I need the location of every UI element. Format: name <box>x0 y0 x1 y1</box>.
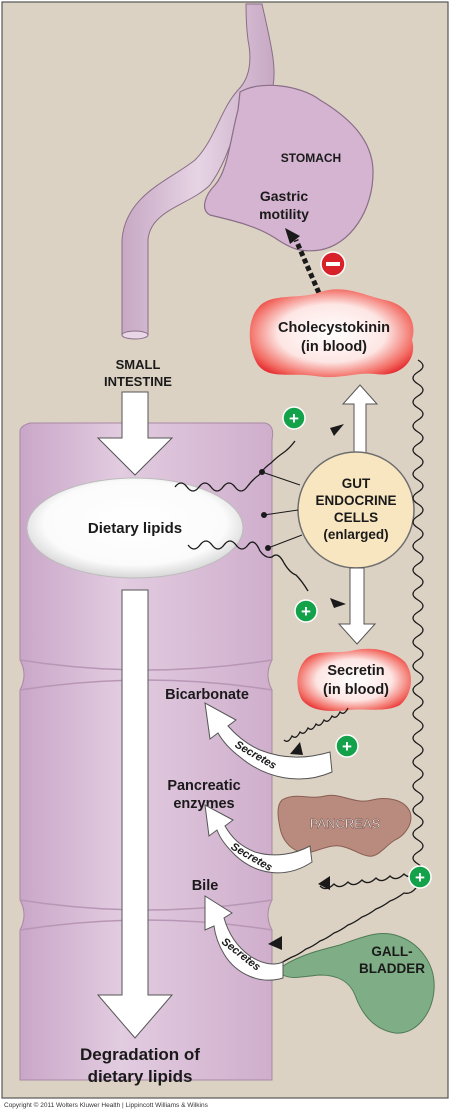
plus-sign-icon-secretin <box>294 599 318 623</box>
dietary-lipids-label: Dietary lipids <box>88 520 182 537</box>
plus-sign-pancreas: + <box>342 737 352 756</box>
gallbladder-organ <box>282 932 435 1034</box>
bicarbonate-secretes-arrow <box>204 702 333 780</box>
inhibition-arrowhead <box>285 228 300 244</box>
plus-sign-cck: + <box>289 409 299 428</box>
gastric-motility-label-line1: Gastric <box>260 188 308 204</box>
cholecystokinin-label-line2: (in blood) <box>301 339 367 355</box>
cck-release-arrow <box>341 384 379 461</box>
degradation-arrow <box>96 589 174 1039</box>
bile-label: Bile <box>192 878 219 894</box>
plus-sign-icon-cck <box>282 406 306 430</box>
secretin-blob <box>297 648 412 711</box>
degradation-label-line2: dietary lipids <box>88 1067 193 1086</box>
lipid-signal-wave-upper <box>174 440 296 492</box>
cholecystokinin-label-line1: Cholecystokinin <box>278 320 390 336</box>
stomach-label: STOMACH <box>281 151 341 165</box>
dietary-lipids-ellipse <box>26 477 244 579</box>
pancreatic-enzymes-label-line2: enzymes <box>173 796 234 812</box>
gut-endocrine-label-line4: (enlarged) <box>323 527 388 542</box>
wave-upper-arrowhead <box>330 424 344 436</box>
pancreas-organ <box>277 794 412 857</box>
cck-wave-to-gallbladder <box>263 884 419 972</box>
secretin-wave-arrowhead <box>290 742 303 755</box>
cholecystokinin-blob <box>249 289 414 378</box>
gut-endocrine-label-line2: ENDOCRINE <box>315 493 396 508</box>
plus-sign-secretin: + <box>301 602 311 621</box>
gut-endocrine-label-line3: CELLS <box>334 510 378 525</box>
wave-lower-arrowhead <box>330 598 346 608</box>
secretin-release-arrow <box>337 567 377 645</box>
plus-sign-icon-pancreas <box>335 734 359 758</box>
bicarbonate-label: Bicarbonate <box>165 687 249 703</box>
copyright-text: Copyright © 2011 Wolters Kluwer Health |… <box>4 1102 208 1109</box>
minus-bar <box>326 262 340 266</box>
cck-signal-wave-right <box>412 359 424 889</box>
plus-sign-gallbladder: + <box>415 868 425 887</box>
lipid-signal-wave-lower <box>187 540 309 592</box>
cck-gallbladder-arrowhead <box>268 936 282 950</box>
food-flow-arrow <box>96 391 174 476</box>
cck-wave-to-pancreas <box>319 871 419 890</box>
secretin-label-line2: (in blood) <box>323 682 389 698</box>
small-intestine-label-line2: INTESTINE <box>104 374 172 389</box>
stomach-organ <box>121 3 374 340</box>
bile-secretes-arrow <box>204 895 284 981</box>
secretin-label-line1: Secretin <box>327 663 384 679</box>
pancreatic-enzymes-label-line1: Pancreatic <box>167 778 240 794</box>
plus-sign-icon-gallbladder <box>408 865 432 889</box>
gastric-motility-label-line2: motility <box>259 206 309 222</box>
degradation-label-line1: Degradation of <box>80 1045 200 1064</box>
inhibition-dashed-line <box>293 239 325 301</box>
secretin-signal-wave <box>283 707 349 742</box>
gallbladder-label-line1: GALL- <box>371 944 412 959</box>
enzymes-secretes-arrow <box>204 804 313 874</box>
gallbladder-label-line2: BLADDER <box>359 961 425 976</box>
cck-pancreas-arrowhead <box>318 876 330 890</box>
small-intestine-label-line1: SMALL <box>116 357 161 372</box>
pancreas-label: PANCREAS <box>310 816 381 831</box>
gut-endocrine-label-line1: GUT <box>342 476 371 491</box>
